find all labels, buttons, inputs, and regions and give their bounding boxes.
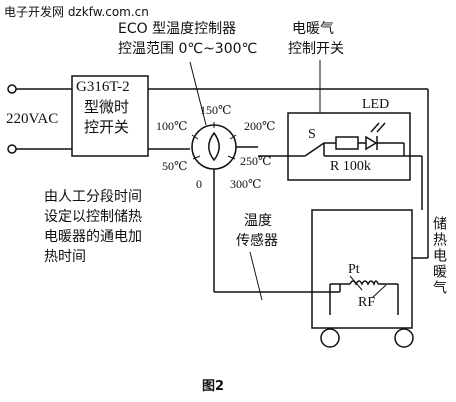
note-line-2: 设定以控制储热 xyxy=(44,209,142,225)
resistor-r xyxy=(335,136,359,150)
figure-caption: 图2 xyxy=(202,379,225,394)
pt-label: Pt xyxy=(348,262,360,277)
wheel-right xyxy=(394,328,414,348)
dial-tick-label-150: 150℃ xyxy=(200,103,232,117)
dial-tick-label-50: 50℃ xyxy=(162,159,188,173)
sensor-label-line2: 传感器 xyxy=(236,233,278,249)
timer-label-line2: 型微时 xyxy=(84,98,130,116)
dial-tick-label-250: 250℃ xyxy=(240,154,272,168)
voltage-label: 220VAC xyxy=(6,111,59,127)
dial-tick-200 xyxy=(229,134,237,140)
timer-switch-box xyxy=(71,75,149,157)
resistor-label: R 100k xyxy=(330,159,371,174)
terminal-bottom xyxy=(7,144,17,154)
switch-s-label: S xyxy=(308,127,316,142)
dial-tick-100 xyxy=(191,134,199,140)
sensor-label-line1: 温度 xyxy=(244,213,272,229)
led-arrow-2 xyxy=(376,122,386,133)
note-line-3: 电暖器的通电加 xyxy=(44,229,142,245)
eco-label-line1: ECO 型温度控制器 xyxy=(118,21,237,37)
leader-sensor xyxy=(249,251,263,301)
led-arrow-1 xyxy=(370,122,380,133)
site-header: 电子开发网 dzkfw.com.cn xyxy=(4,5,149,19)
led-label: LED xyxy=(362,97,390,112)
switch-s-blade xyxy=(304,142,325,157)
note-line-1: 由人工分段时间 xyxy=(44,189,142,205)
led-diode-icon xyxy=(365,135,378,151)
storage-heater-label: 储热电暖气 xyxy=(431,216,447,296)
note-line-4: 热时间 xyxy=(44,249,86,265)
rf-label: RF xyxy=(358,295,376,310)
dial-tick-label-200: 200℃ xyxy=(244,119,276,133)
leader-eco xyxy=(189,61,207,126)
wheel-left xyxy=(320,328,340,348)
dial-tick-0 xyxy=(192,155,201,160)
timer-label-line3: 控开关 xyxy=(84,118,130,136)
led-switch-box xyxy=(287,112,411,181)
dial-tick-label-100: 100℃ xyxy=(156,119,188,133)
timer-label-line1: G316T-2 xyxy=(76,79,130,95)
leader-rf xyxy=(371,284,387,299)
leader-pt xyxy=(349,275,363,291)
dial-knob-icon xyxy=(208,131,220,162)
eco-label-line2: 控温范围 0℃~300℃ xyxy=(118,41,258,57)
dial-tick-label-300: 300℃ xyxy=(230,177,262,191)
heater-switch-label-line1: 电暖气 xyxy=(292,21,334,37)
terminal-top xyxy=(7,84,17,94)
heater-switch-label-line2: 控制开关 xyxy=(288,41,344,57)
storage-heater-cabinet xyxy=(311,209,413,329)
dial-tick-250 xyxy=(227,155,236,160)
dial-tick-label-0: 0 xyxy=(196,177,202,191)
